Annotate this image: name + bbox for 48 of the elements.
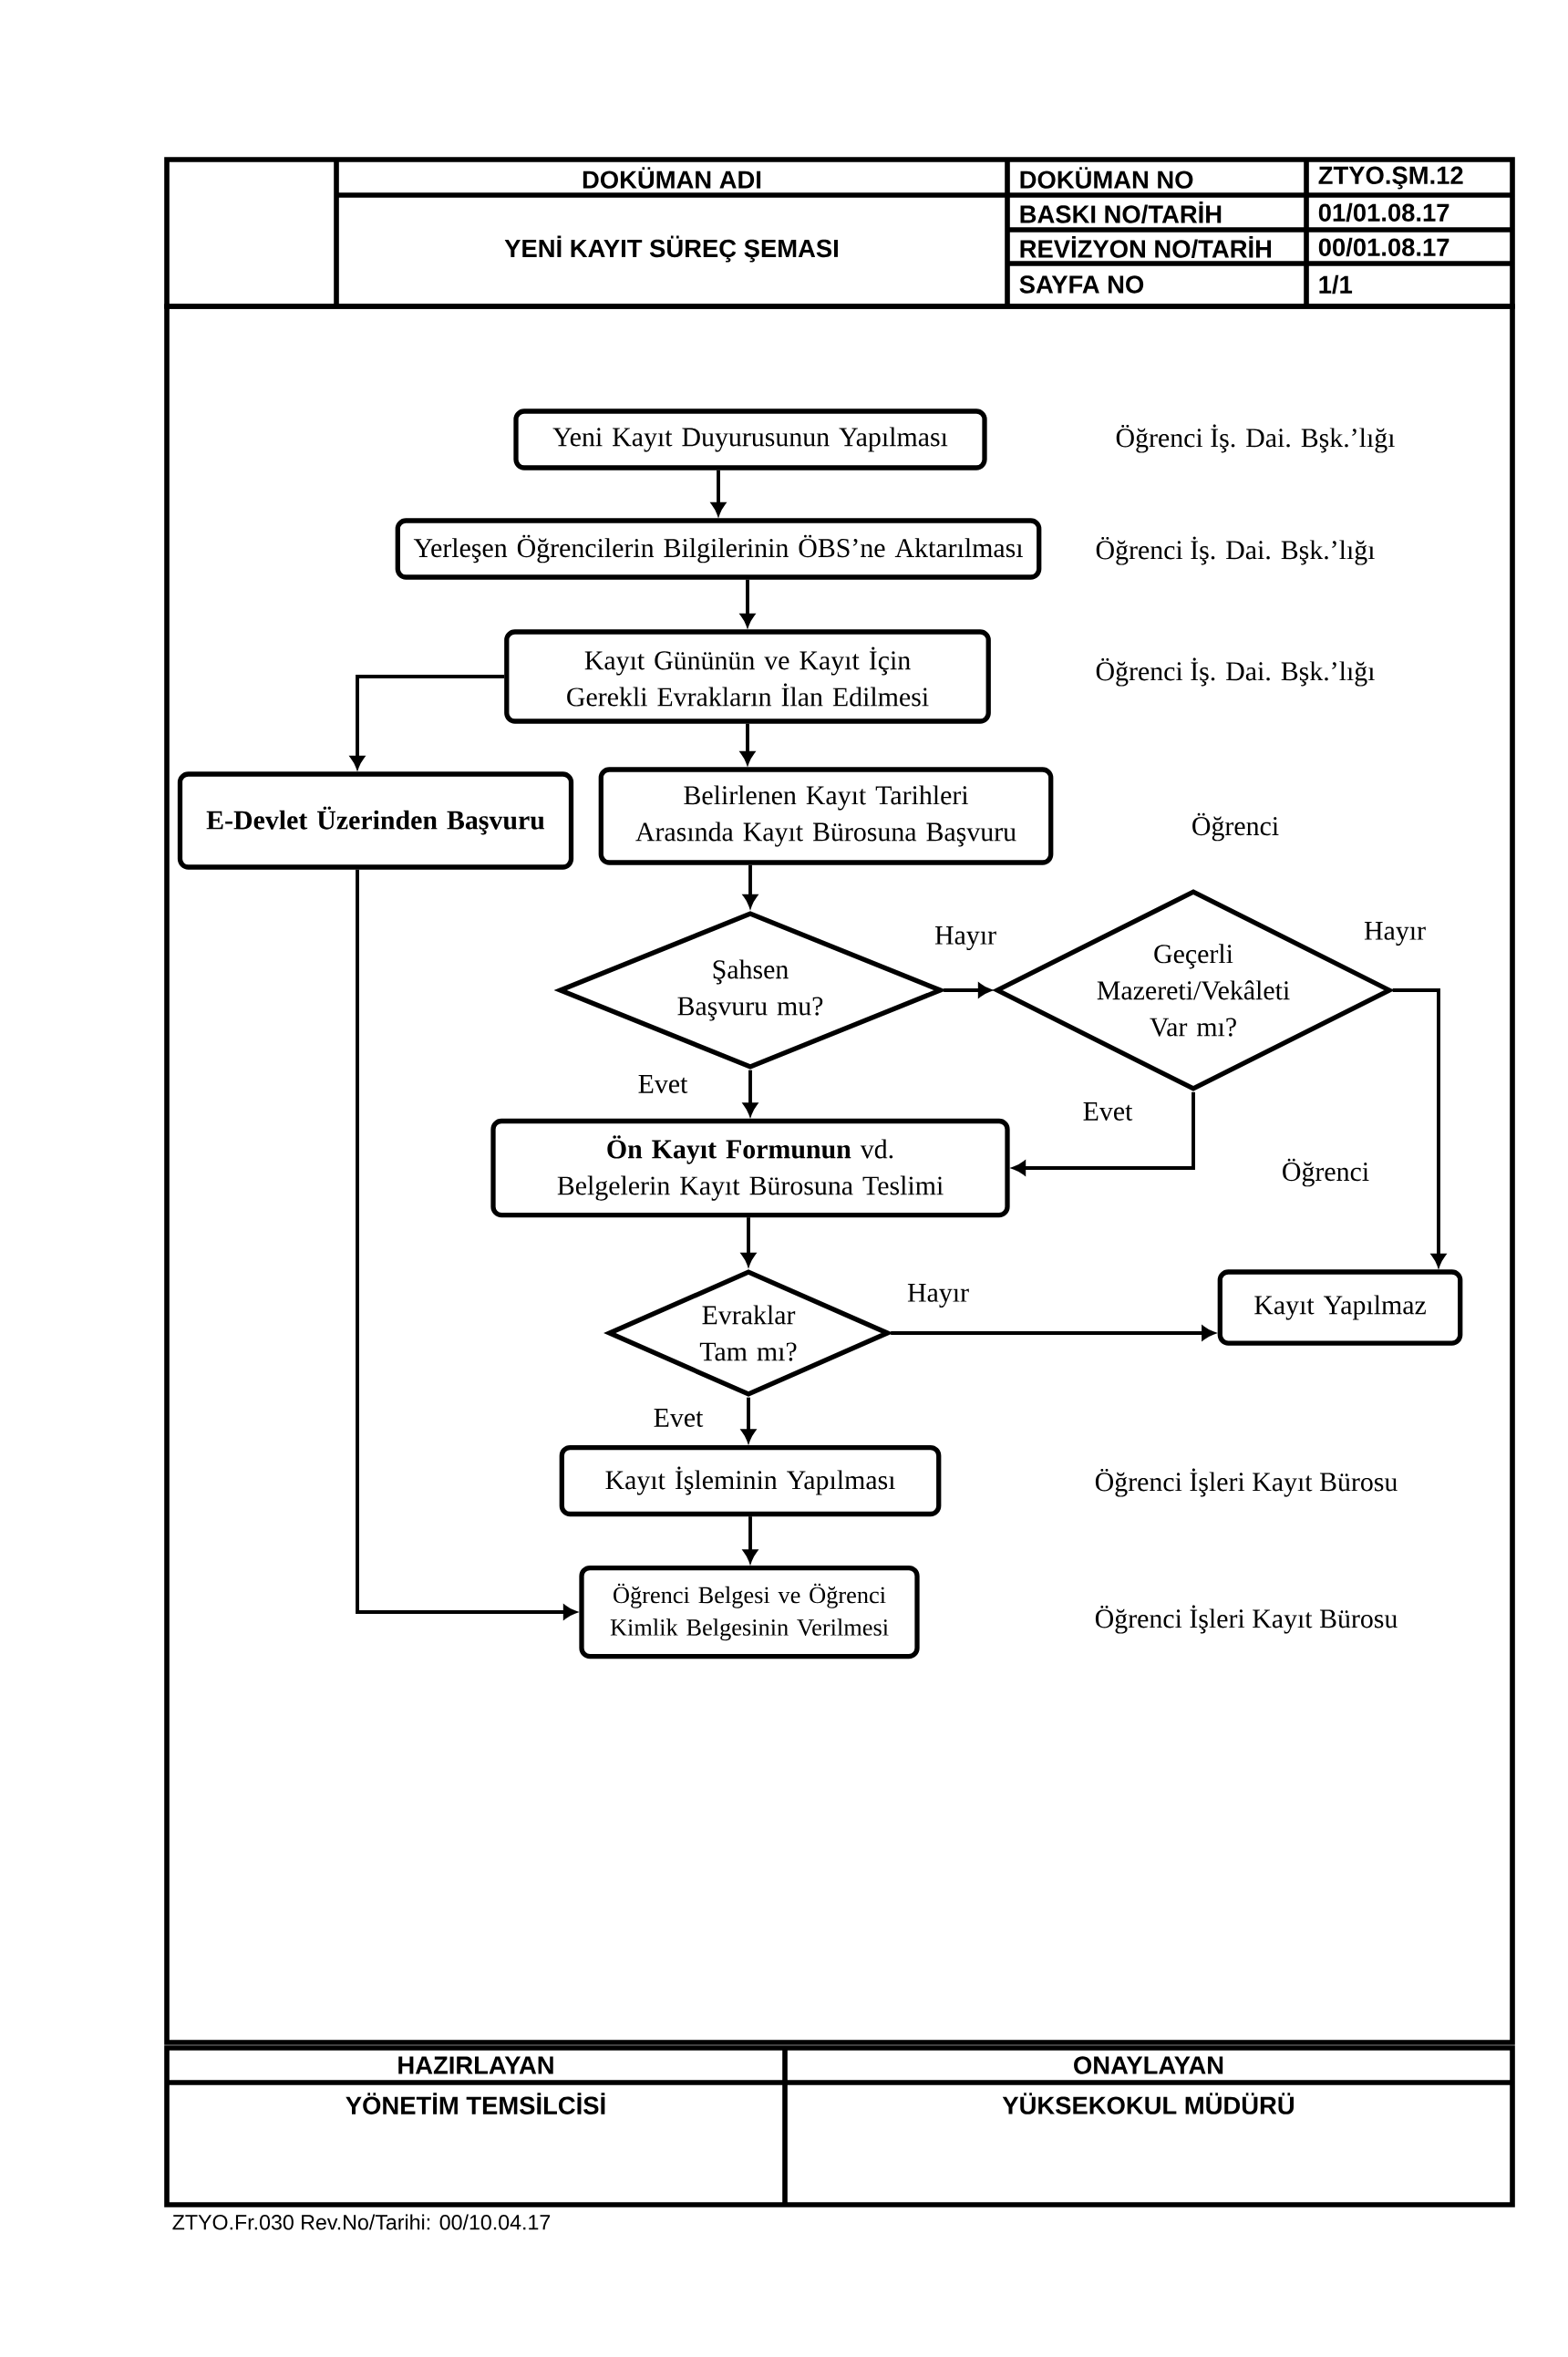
table-text: 00/01.08.17 [1318, 237, 1449, 257]
arrow [891, 1326, 1215, 1340]
arrow [350, 675, 505, 769]
process-box: Kayıt Yapılmaz [1217, 1269, 1463, 1346]
table-text: 01/01.08.17 [1318, 202, 1449, 222]
arrow [743, 1070, 758, 1116]
arrow [740, 723, 755, 764]
responsible-unit: Öğrenci İş. Dai. Bşk.’lığı [1096, 536, 1375, 565]
process-box: Ön Kayıt Formunun vd. Belgelerin Kayıt Bürosuna Teslimi [490, 1118, 1010, 1218]
table-text: DOKÜMAN NO [1020, 167, 1193, 189]
table-text: REVİZYON NO/TARİH [1020, 236, 1272, 258]
table-text: BASKI NO/TARİH [1020, 202, 1222, 223]
process-box: Kayıt İşleminin Yapılması [559, 1444, 942, 1517]
responsible-unit: Öğrenci [1192, 812, 1279, 842]
signature-heading: ONAYLAYAN [1074, 2056, 1223, 2074]
process-box: E-Devlet Üzerinden Başvuru [177, 771, 574, 870]
arrow [1392, 988, 1446, 1267]
table-text: DOKÜMAN ADI [583, 167, 761, 189]
edge-label: Evet [1079, 1099, 1136, 1124]
arrow [740, 579, 755, 626]
table-text: ZTYO.ŞM.12 [1318, 166, 1463, 190]
arrow [741, 1217, 756, 1266]
table-text: SAYFA NO [1019, 275, 1144, 294]
process-box: Yerleşen Öğrencilerin Bilgilerinin ÖBS’ne Aktarılması [395, 518, 1042, 580]
responsible-unit: Öğrenci İşleri Kayıt Bürosu [1095, 1468, 1398, 1497]
document-title: YENİ KAYIT SÜREÇ ŞEMASI [504, 235, 838, 263]
signature-heading: HAZIRLAYAN [398, 2056, 553, 2074]
footer-note: ZTYO.Fr.030 Rev.No/Tarihi: 00/10.04.17 [172, 2214, 551, 2230]
edge-label: Hayır [903, 1280, 973, 1311]
edge-label: Evet [634, 1071, 691, 1097]
process-box: Belirlenen Kayıt Tarihleri Arasında Kayıt Bürosuna Başvuru [598, 767, 1054, 865]
arrow [356, 869, 577, 1619]
table-text: 1/1 [1319, 274, 1353, 295]
edge-label: Evet [650, 1405, 707, 1431]
responsible-unit: Öğrenci İşleri Kayıt Bürosu [1095, 1605, 1398, 1634]
responsible-unit: Öğrenci İş. Dai. Bşk.’lığı [1116, 424, 1395, 453]
process-box: Öğrenci Belgesi ve Öğrenci Kimlik Belgesinin Verilmesi [579, 1565, 920, 1659]
responsible-unit: Öğrenci [1283, 1158, 1369, 1187]
responsible-unit: Öğrenci İş. Dai. Bşk.’lığı [1096, 657, 1375, 687]
arrow [743, 1516, 758, 1563]
arrow [741, 1397, 756, 1442]
process-box: Yeni Kayıt Duyurusunun Yapılması [513, 408, 987, 470]
arrow [711, 470, 726, 515]
arrow [743, 864, 758, 908]
signature-heading: YÜKSEKOKUL MÜDÜRÜ [1002, 2093, 1294, 2114]
signature-heading: YÖNETİM TEMSİLCİSİ [346, 2093, 605, 2114]
arrow [944, 983, 992, 998]
process-box: Kayıt Gününün ve Kayıt İçin Gerekli Evrakların İlan Edilmesi [504, 629, 991, 724]
